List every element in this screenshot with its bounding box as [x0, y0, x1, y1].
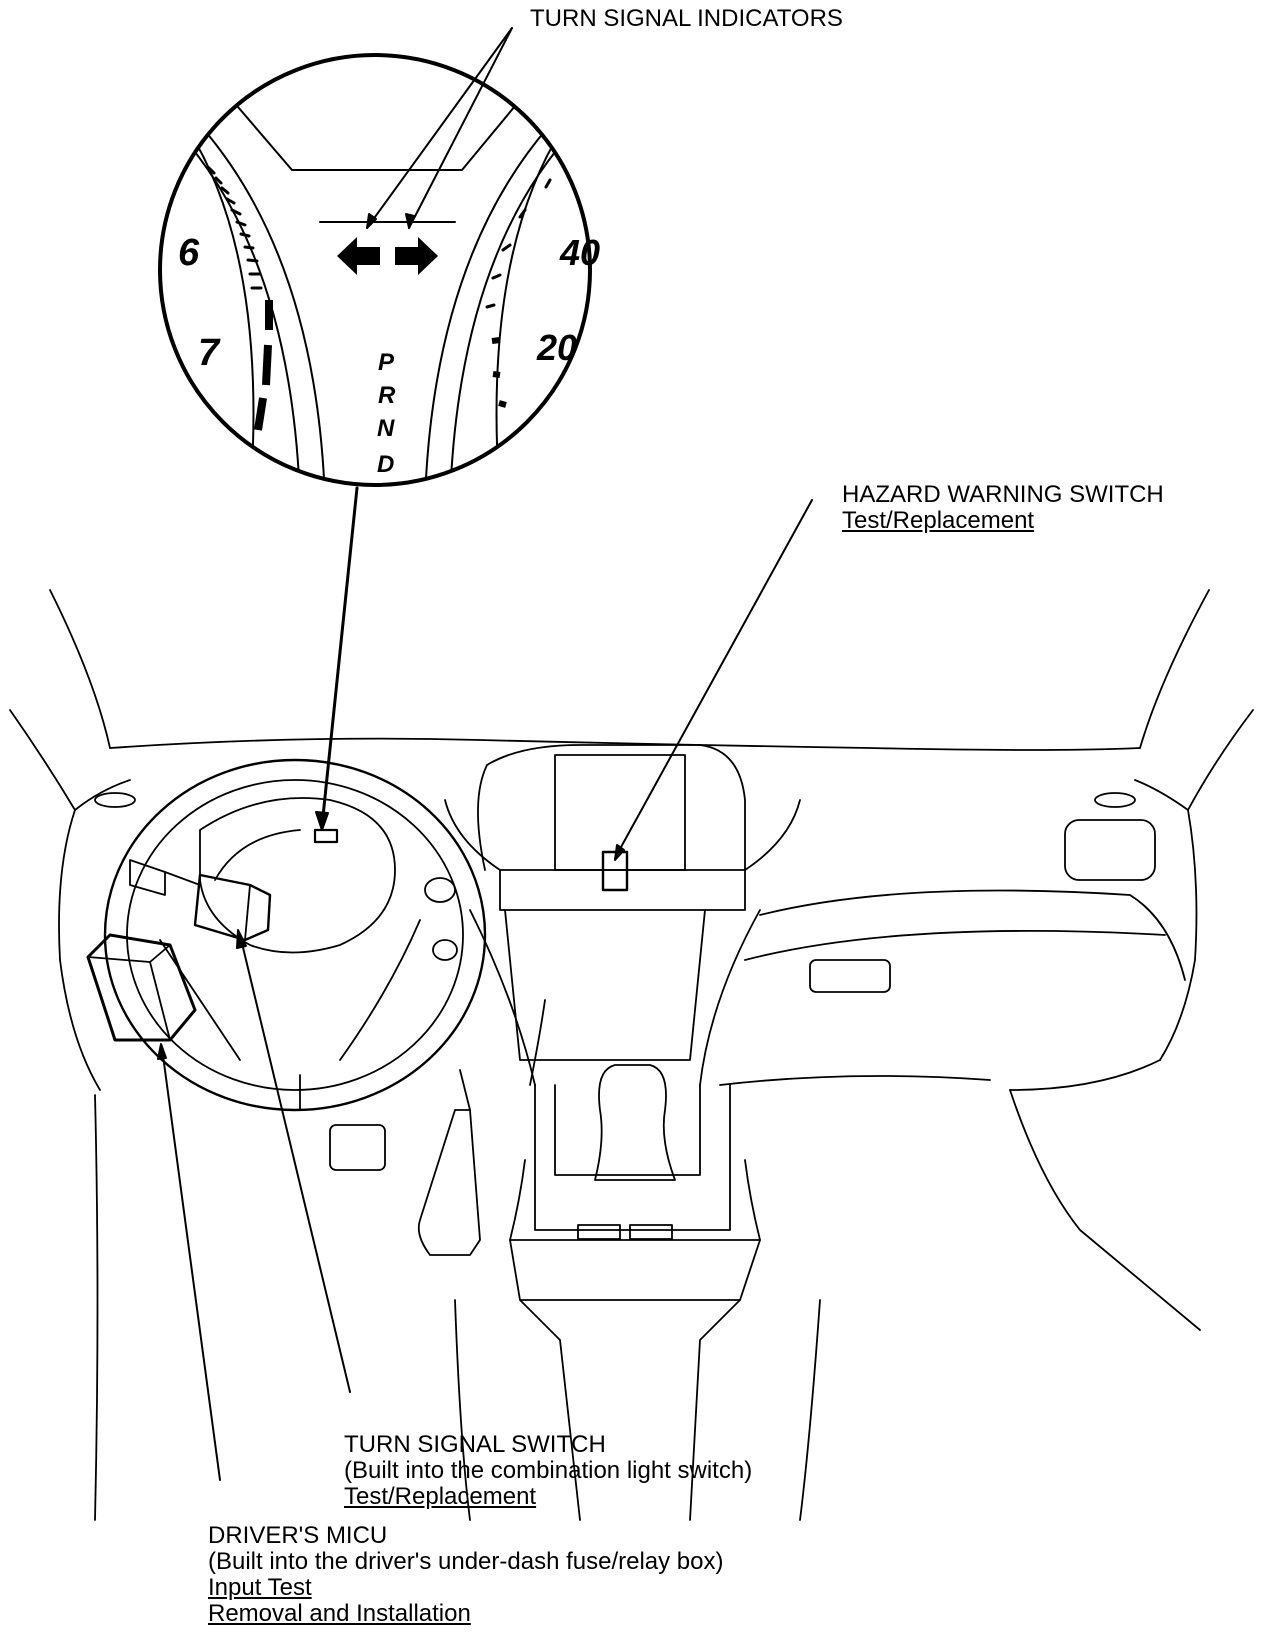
- arrow-left-icon: [337, 237, 380, 275]
- magnifier-circle: [158, 53, 592, 487]
- gear-p: P: [378, 349, 395, 376]
- hazard-test-replacement-link[interactable]: Test/Replacement: [842, 507, 1035, 534]
- drivers-micu-title: DRIVER'S MICU: [208, 1522, 388, 1549]
- hazard-warning-switch-shape: [601, 850, 629, 892]
- gear-r: R: [378, 382, 396, 409]
- hazard-warning-switch-title: HAZARD WARNING SWITCH: [842, 481, 1164, 508]
- micu-input-test-link[interactable]: Input Test: [208, 1574, 312, 1601]
- turn-signal-test-replacement-link[interactable]: Test/Replacement: [344, 1483, 537, 1510]
- drivers-micu-note: (Built into the driver's under-dash fuse…: [208, 1548, 724, 1575]
- micu-removal-installation-link[interactable]: Removal and Installation: [208, 1600, 471, 1627]
- gear-n: N: [377, 415, 395, 442]
- turn-signal-indicators-label: TURN SIGNAL INDICATORS: [530, 5, 843, 32]
- gear-d: D: [377, 451, 394, 478]
- turn-signal-switch-note: (Built into the combination light switch…: [344, 1457, 753, 1484]
- hazard-warning-switch-callout: HAZARD WARNING SWITCH Test/Replacement: [842, 482, 1164, 534]
- speedometer-ticks: [485, 178, 552, 309]
- turn-signal-switch-title: TURN SIGNAL SWITCH: [344, 1431, 606, 1458]
- leader-lines: [157, 27, 813, 1481]
- dashboard-interior: [9, 589, 1254, 1521]
- turn-signal-switch-shape: [193, 873, 272, 942]
- drivers-micu-callout: DRIVER'S MICU (Built into the driver's u…: [208, 1523, 724, 1627]
- tach-number-7: 7: [198, 332, 221, 374]
- arrow-right-icon: [395, 237, 438, 275]
- speed-number-40: 40: [559, 232, 600, 273]
- turn-signal-switch-callout: TURN SIGNAL SWITCH (Built into the combi…: [344, 1432, 752, 1510]
- turn-signal-indicator-location: [313, 828, 339, 844]
- magnified-cluster: 6 7 40 20 P R N D: [158, 53, 600, 487]
- tachometer-ticks: [207, 166, 263, 290]
- tach-number-6: 6: [178, 232, 200, 274]
- speed-number-20: 20: [536, 327, 577, 368]
